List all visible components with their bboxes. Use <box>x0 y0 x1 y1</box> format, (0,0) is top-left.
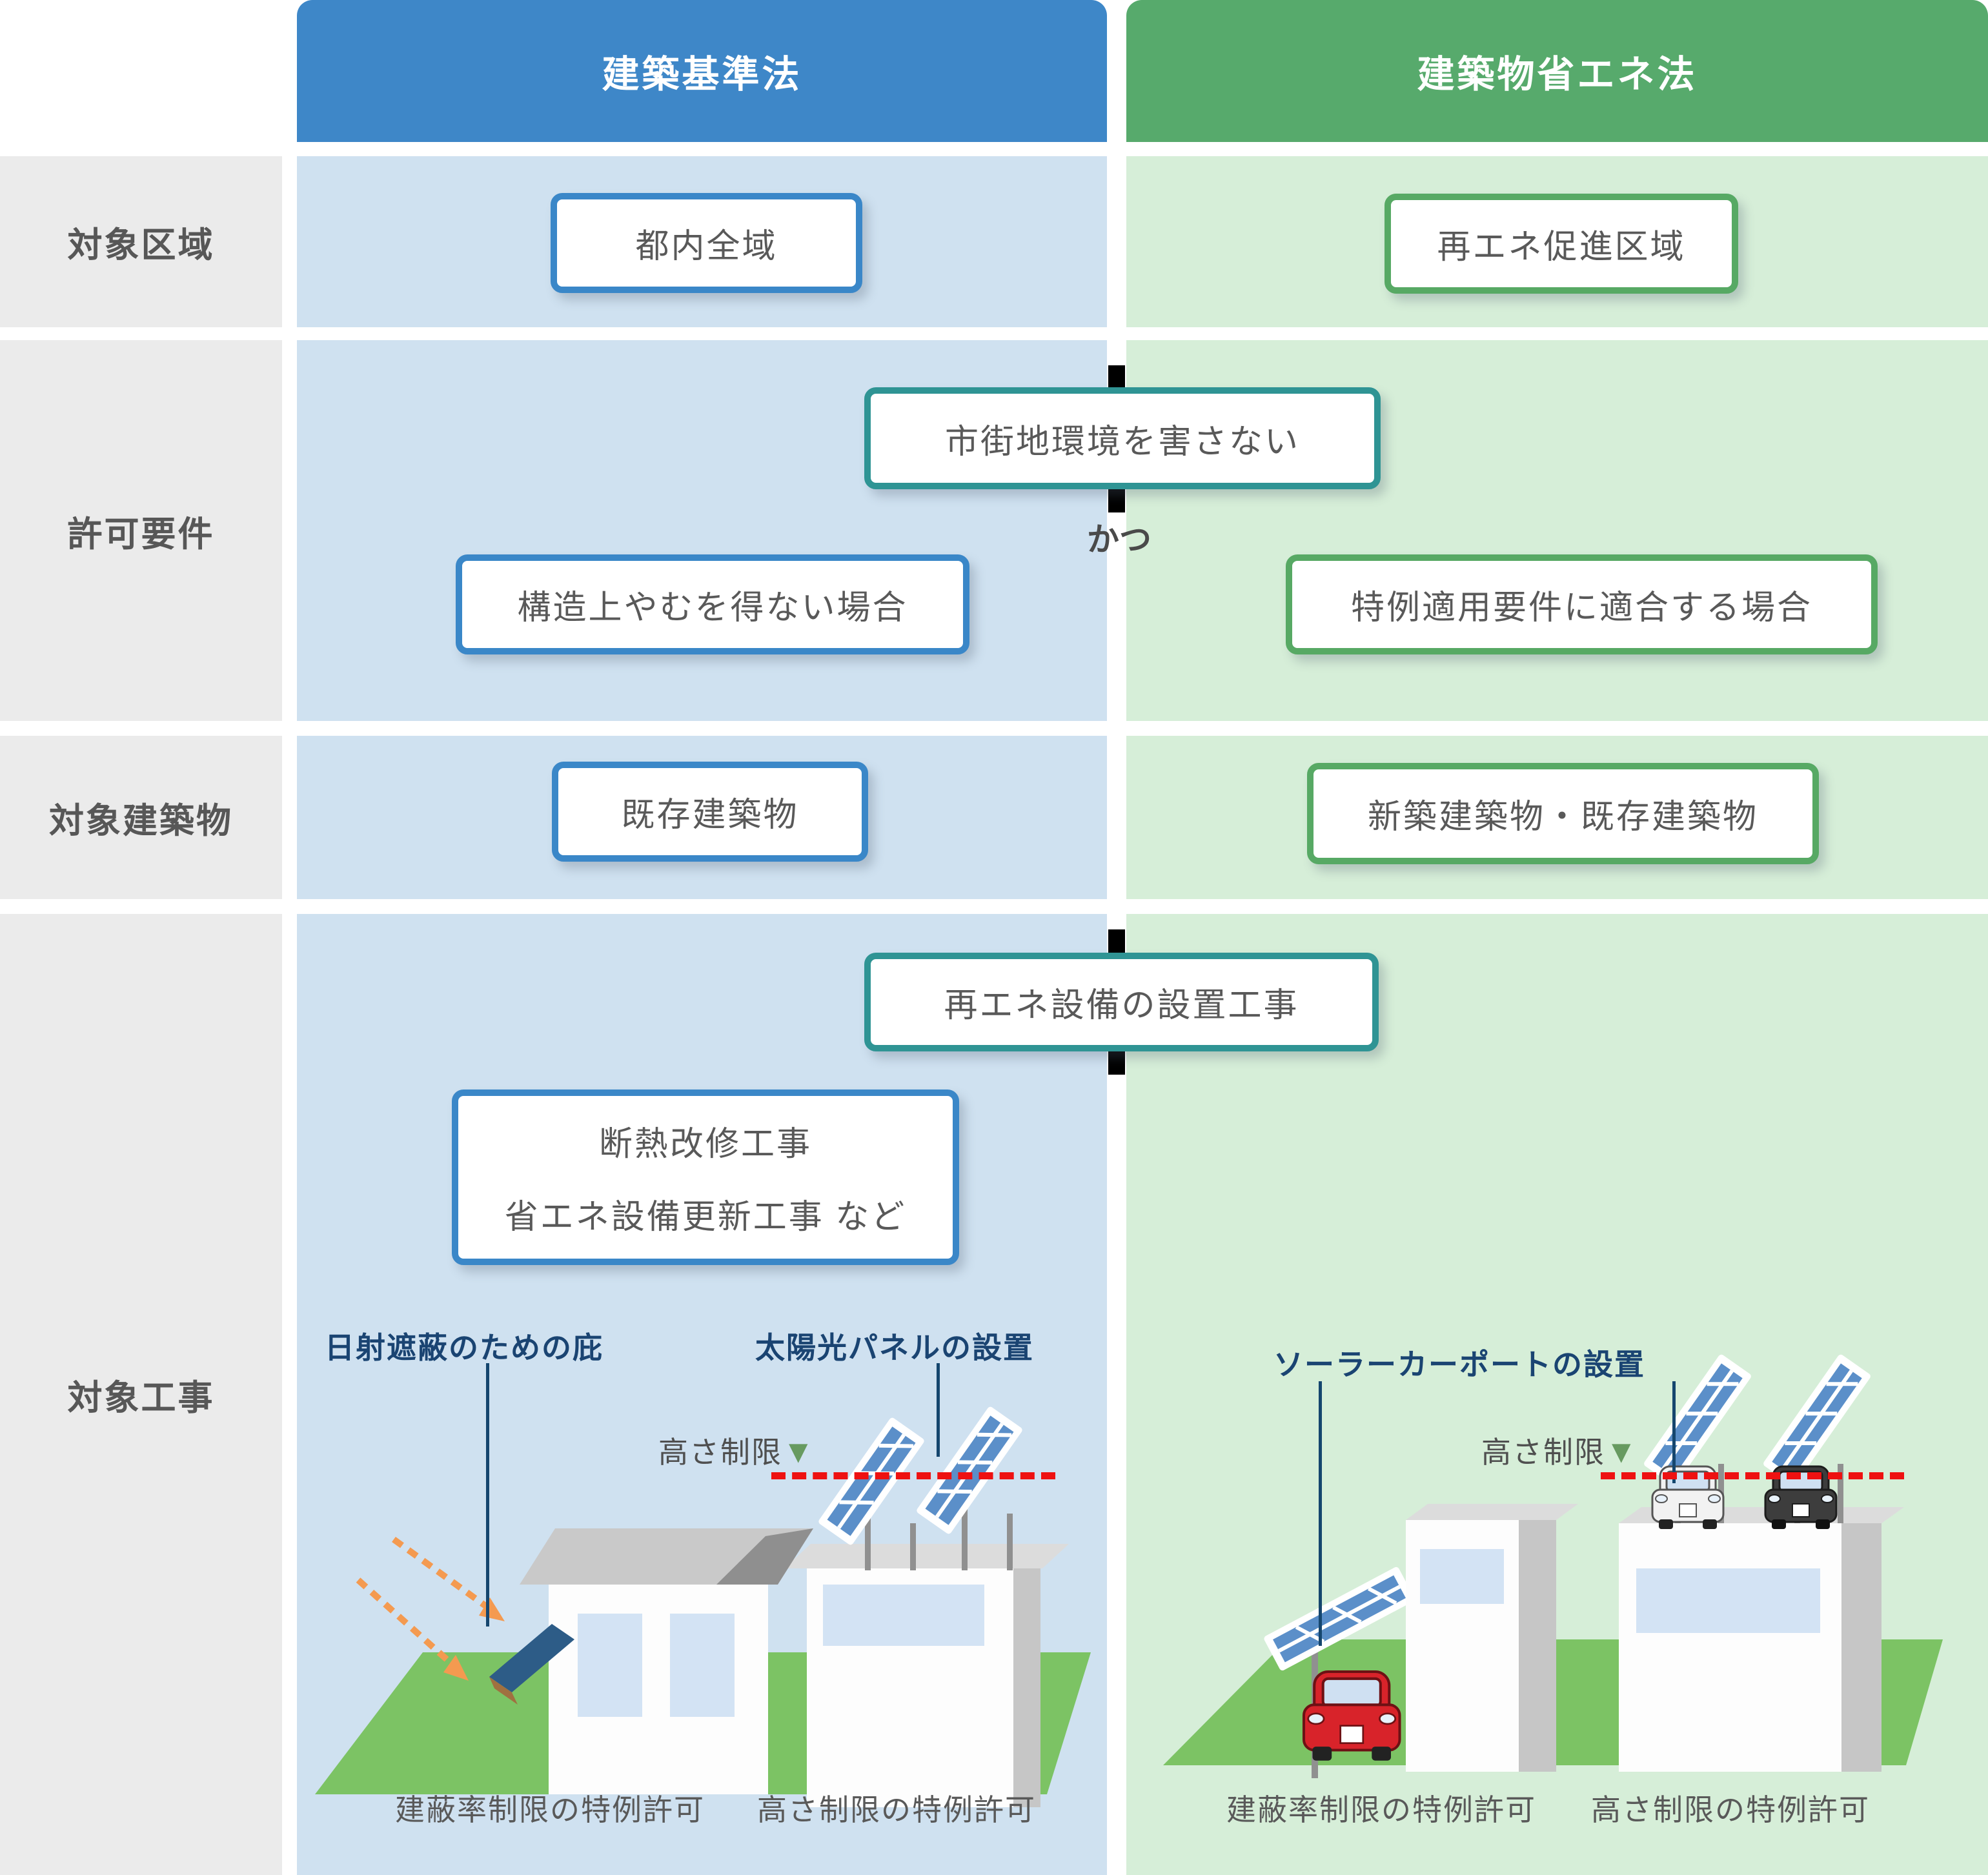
box-requirements-blue: 構造上やむを得ない場合 <box>456 554 969 654</box>
height-limit-dashed-line <box>771 1472 1055 1479</box>
box-requirements-green-text: 特例適用要件に適合する場合 <box>1350 589 1812 627</box>
window <box>578 1614 642 1717</box>
connector-and-text: かつ <box>1087 522 1151 558</box>
height-limit-text: 高さ制限 <box>1481 1435 1605 1469</box>
connector-square <box>1108 489 1125 512</box>
caption-coverage-ratio-permit: 建蔽率制限の特例許可 <box>395 1793 705 1827</box>
box-buildings-blue-text: 既存建築物 <box>621 796 799 834</box>
row-label-requirements-text: 許可要件 <box>67 514 215 554</box>
house-with-eaves <box>489 1528 813 1794</box>
column-header-building-standards-law-text: 建築基準法 <box>602 54 802 96</box>
eaves-awning <box>489 1624 574 1692</box>
leader-line <box>1672 1381 1676 1483</box>
sun-ray-arrow-icon <box>356 1536 489 1667</box>
box-buildings-blue: 既存建築物 <box>552 762 868 862</box>
sun-ray-arrowhead-icon <box>479 1597 505 1621</box>
label-eaves: 日射遮蔽のための庇 <box>325 1331 604 1364</box>
leader-line <box>486 1363 489 1627</box>
box-works-blue-line2: 省エネ設備更新工事 など <box>504 1199 907 1236</box>
column-header-building-standards-law: 建築基準法 <box>297 0 1107 142</box>
window-band <box>1420 1549 1504 1604</box>
column-header-energy-conservation-law-text: 建築物省エネ法 <box>1417 54 1698 96</box>
box-requirements-green: 特例適用要件に適合する場合 <box>1286 554 1878 654</box>
column-header-energy-conservation-law: 建築物省エネ法 <box>1126 0 1988 142</box>
label-solar-panel: 太陽光パネルの設置 <box>755 1331 1034 1364</box>
solar-panel-icon <box>917 1406 1022 1534</box>
building-with-rooftop-carport <box>1619 1354 1904 1772</box>
label-solar-carport: ソーラーカーポートの設置 <box>1273 1348 1645 1381</box>
box-area-green-text: 再エネ促進区域 <box>1437 228 1686 266</box>
box-area-blue: 都内全域 <box>551 193 862 293</box>
connector-square <box>1108 365 1125 389</box>
box-buildings-green-text: 新築建築物・既存建築物 <box>1367 798 1758 836</box>
box-works-blue-line1: 断熱改修工事 <box>598 1126 812 1163</box>
height-limit-dashed-line <box>1601 1472 1904 1479</box>
box-requirements-shared-text: 市街地環境を害さない <box>944 423 1300 461</box>
row-label-area: 対象区域 <box>0 156 282 327</box>
row-label-works-text: 対象工事 <box>67 1379 215 1417</box>
leader-line <box>937 1363 940 1457</box>
height-limit-marker-icon: ▼ <box>1605 1434 1639 1470</box>
box-works-shared: 再エネ設備の設置工事 <box>864 953 1379 1051</box>
illustration-building-standards-scene <box>315 1406 1091 1807</box>
box-buildings-green: 新築建築物・既存建築物 <box>1307 763 1819 864</box>
connector-square <box>1108 1051 1125 1075</box>
box-requirements-blue-text: 構造上やむを得ない場合 <box>517 589 908 627</box>
red-car-icon <box>1302 1670 1401 1761</box>
caption-height-limit-permit: 高さ制限の特例許可 <box>757 1793 1036 1827</box>
building-with-solar-panels <box>784 1406 1069 1807</box>
row-label-buildings-text: 対象建築物 <box>49 802 233 840</box>
solar-panel-icon <box>1264 1566 1415 1671</box>
height-limit-annotation: 高さ制限▼ <box>658 1429 816 1472</box>
row-label-area-text: 対象区域 <box>67 226 215 265</box>
building-plain <box>1406 1504 1578 1772</box>
row-label-buildings: 対象建築物 <box>0 736 282 899</box>
height-limit-marker-icon: ▼ <box>782 1434 816 1470</box>
solar-panel-icon <box>1763 1354 1871 1486</box>
box-works-shared-text: 再エネ設備の設置工事 <box>944 987 1299 1024</box>
caption-coverage-ratio-permit: 建蔽率制限の特例許可 <box>1226 1793 1536 1827</box>
caption-height-limit-permit: 高さ制限の特例許可 <box>1591 1793 1870 1827</box>
sun-ray-arrowhead-icon <box>443 1655 469 1681</box>
box-requirements-shared: 市街地環境を害さない <box>864 387 1381 489</box>
leader-line <box>1319 1381 1322 1646</box>
box-works-blue: 断熱改修工事 省エネ設備更新工事 など <box>452 1090 959 1265</box>
connector-square <box>1108 929 1125 953</box>
box-area-green: 再エネ促進区域 <box>1384 194 1738 294</box>
window-band <box>823 1585 984 1646</box>
ground-solar-carport <box>1264 1566 1415 1778</box>
height-limit-text: 高さ制限 <box>658 1435 782 1469</box>
row-label-works: 対象工事 <box>0 914 282 1875</box>
window-band <box>1636 1568 1820 1633</box>
box-area-blue-text: 都内全域 <box>635 228 778 265</box>
row-label-requirements: 許可要件 <box>0 340 282 721</box>
solar-panel-icon <box>818 1417 924 1545</box>
window <box>670 1614 735 1717</box>
height-limit-annotation: 高さ制限▼ <box>1481 1429 1639 1472</box>
